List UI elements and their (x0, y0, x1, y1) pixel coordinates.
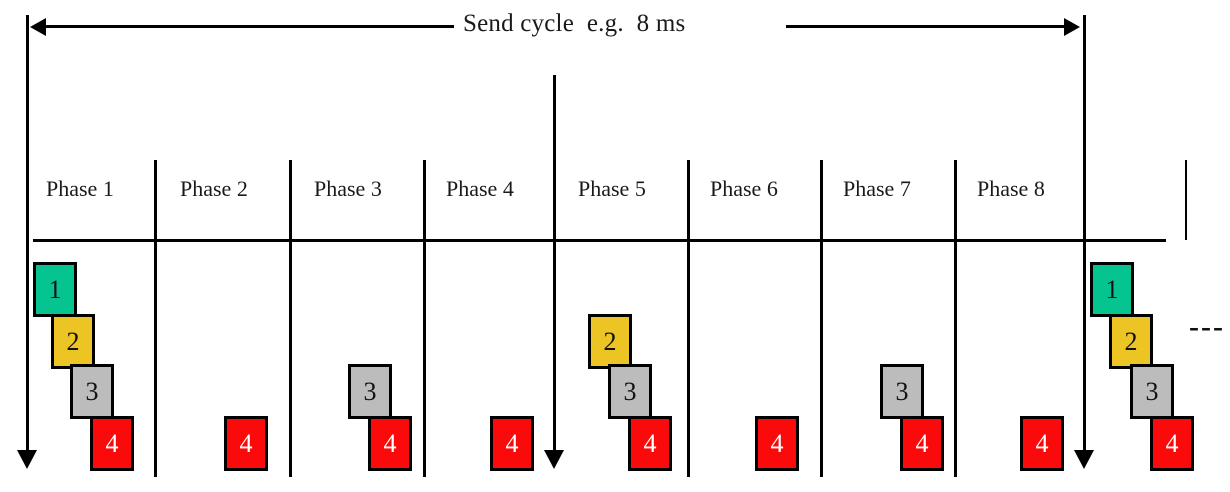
phase-label-4: Phase 4 (446, 176, 514, 201)
cycle-mid-arrowhead-icon (544, 450, 564, 469)
frame-block-1: 1 (33, 262, 77, 317)
frame-block-4: 4 (368, 416, 412, 471)
phase-divider-2 (289, 160, 292, 477)
frame-block-3: 3 (608, 364, 652, 419)
next-cycle-frame-block-4: 4 (1150, 416, 1194, 471)
phase-row-baseline (33, 239, 1166, 242)
phase-label-8: Phase 8 (977, 176, 1045, 201)
phase-divider-5 (820, 160, 823, 477)
frame-block-2: 2 (588, 314, 632, 369)
phase-divider-7 (1185, 160, 1187, 240)
phase-label-1: Phase 1 (46, 176, 114, 201)
continuation-ellipsis: --- (1189, 310, 1225, 343)
frame-block-4: 4 (1020, 416, 1064, 471)
phase-label-3: Phase 3 (314, 176, 382, 201)
frame-block-3: 3 (348, 364, 392, 419)
next-cycle-frame-block-1: 1 (1090, 262, 1134, 317)
cycle-arrow-left-segment (44, 25, 454, 28)
frame-block-4: 4 (628, 416, 672, 471)
frame-block-2: 2 (51, 314, 95, 369)
cycle-arrow-left-head (30, 18, 46, 36)
frame-block-3: 3 (70, 364, 114, 419)
frame-block-4: 4 (755, 416, 799, 471)
frame-block-3: 3 (880, 364, 924, 419)
cycle-arrow-right-segment (786, 25, 1066, 28)
phase-divider-3 (423, 160, 426, 477)
phase-label-5: Phase 5 (578, 176, 646, 201)
cycle-end-arrowhead-icon (1074, 450, 1094, 469)
phase-label-6: Phase 6 (710, 176, 778, 201)
cycle-end-line (1083, 15, 1086, 455)
frame-block-4: 4 (90, 416, 134, 471)
frame-block-4: 4 (900, 416, 944, 471)
cycle-mid-line (553, 75, 556, 455)
cycle-arrow-right-head (1064, 18, 1080, 36)
phase-divider-4 (687, 160, 690, 477)
phase-divider-6 (954, 160, 957, 477)
phase-label-7: Phase 7 (843, 176, 911, 201)
phase-divider-1 (154, 160, 157, 477)
next-cycle-frame-block-2: 2 (1109, 314, 1153, 369)
next-cycle-frame-block-3: 3 (1130, 364, 1174, 419)
frame-block-4: 4 (224, 416, 268, 471)
cycle-start-line (26, 15, 29, 455)
cycle-start-arrowhead-icon (17, 450, 37, 469)
phase-label-2: Phase 2 (180, 176, 248, 201)
cycle-label: Send cycle e.g. 8 ms (463, 10, 686, 37)
frame-block-4: 4 (490, 416, 534, 471)
